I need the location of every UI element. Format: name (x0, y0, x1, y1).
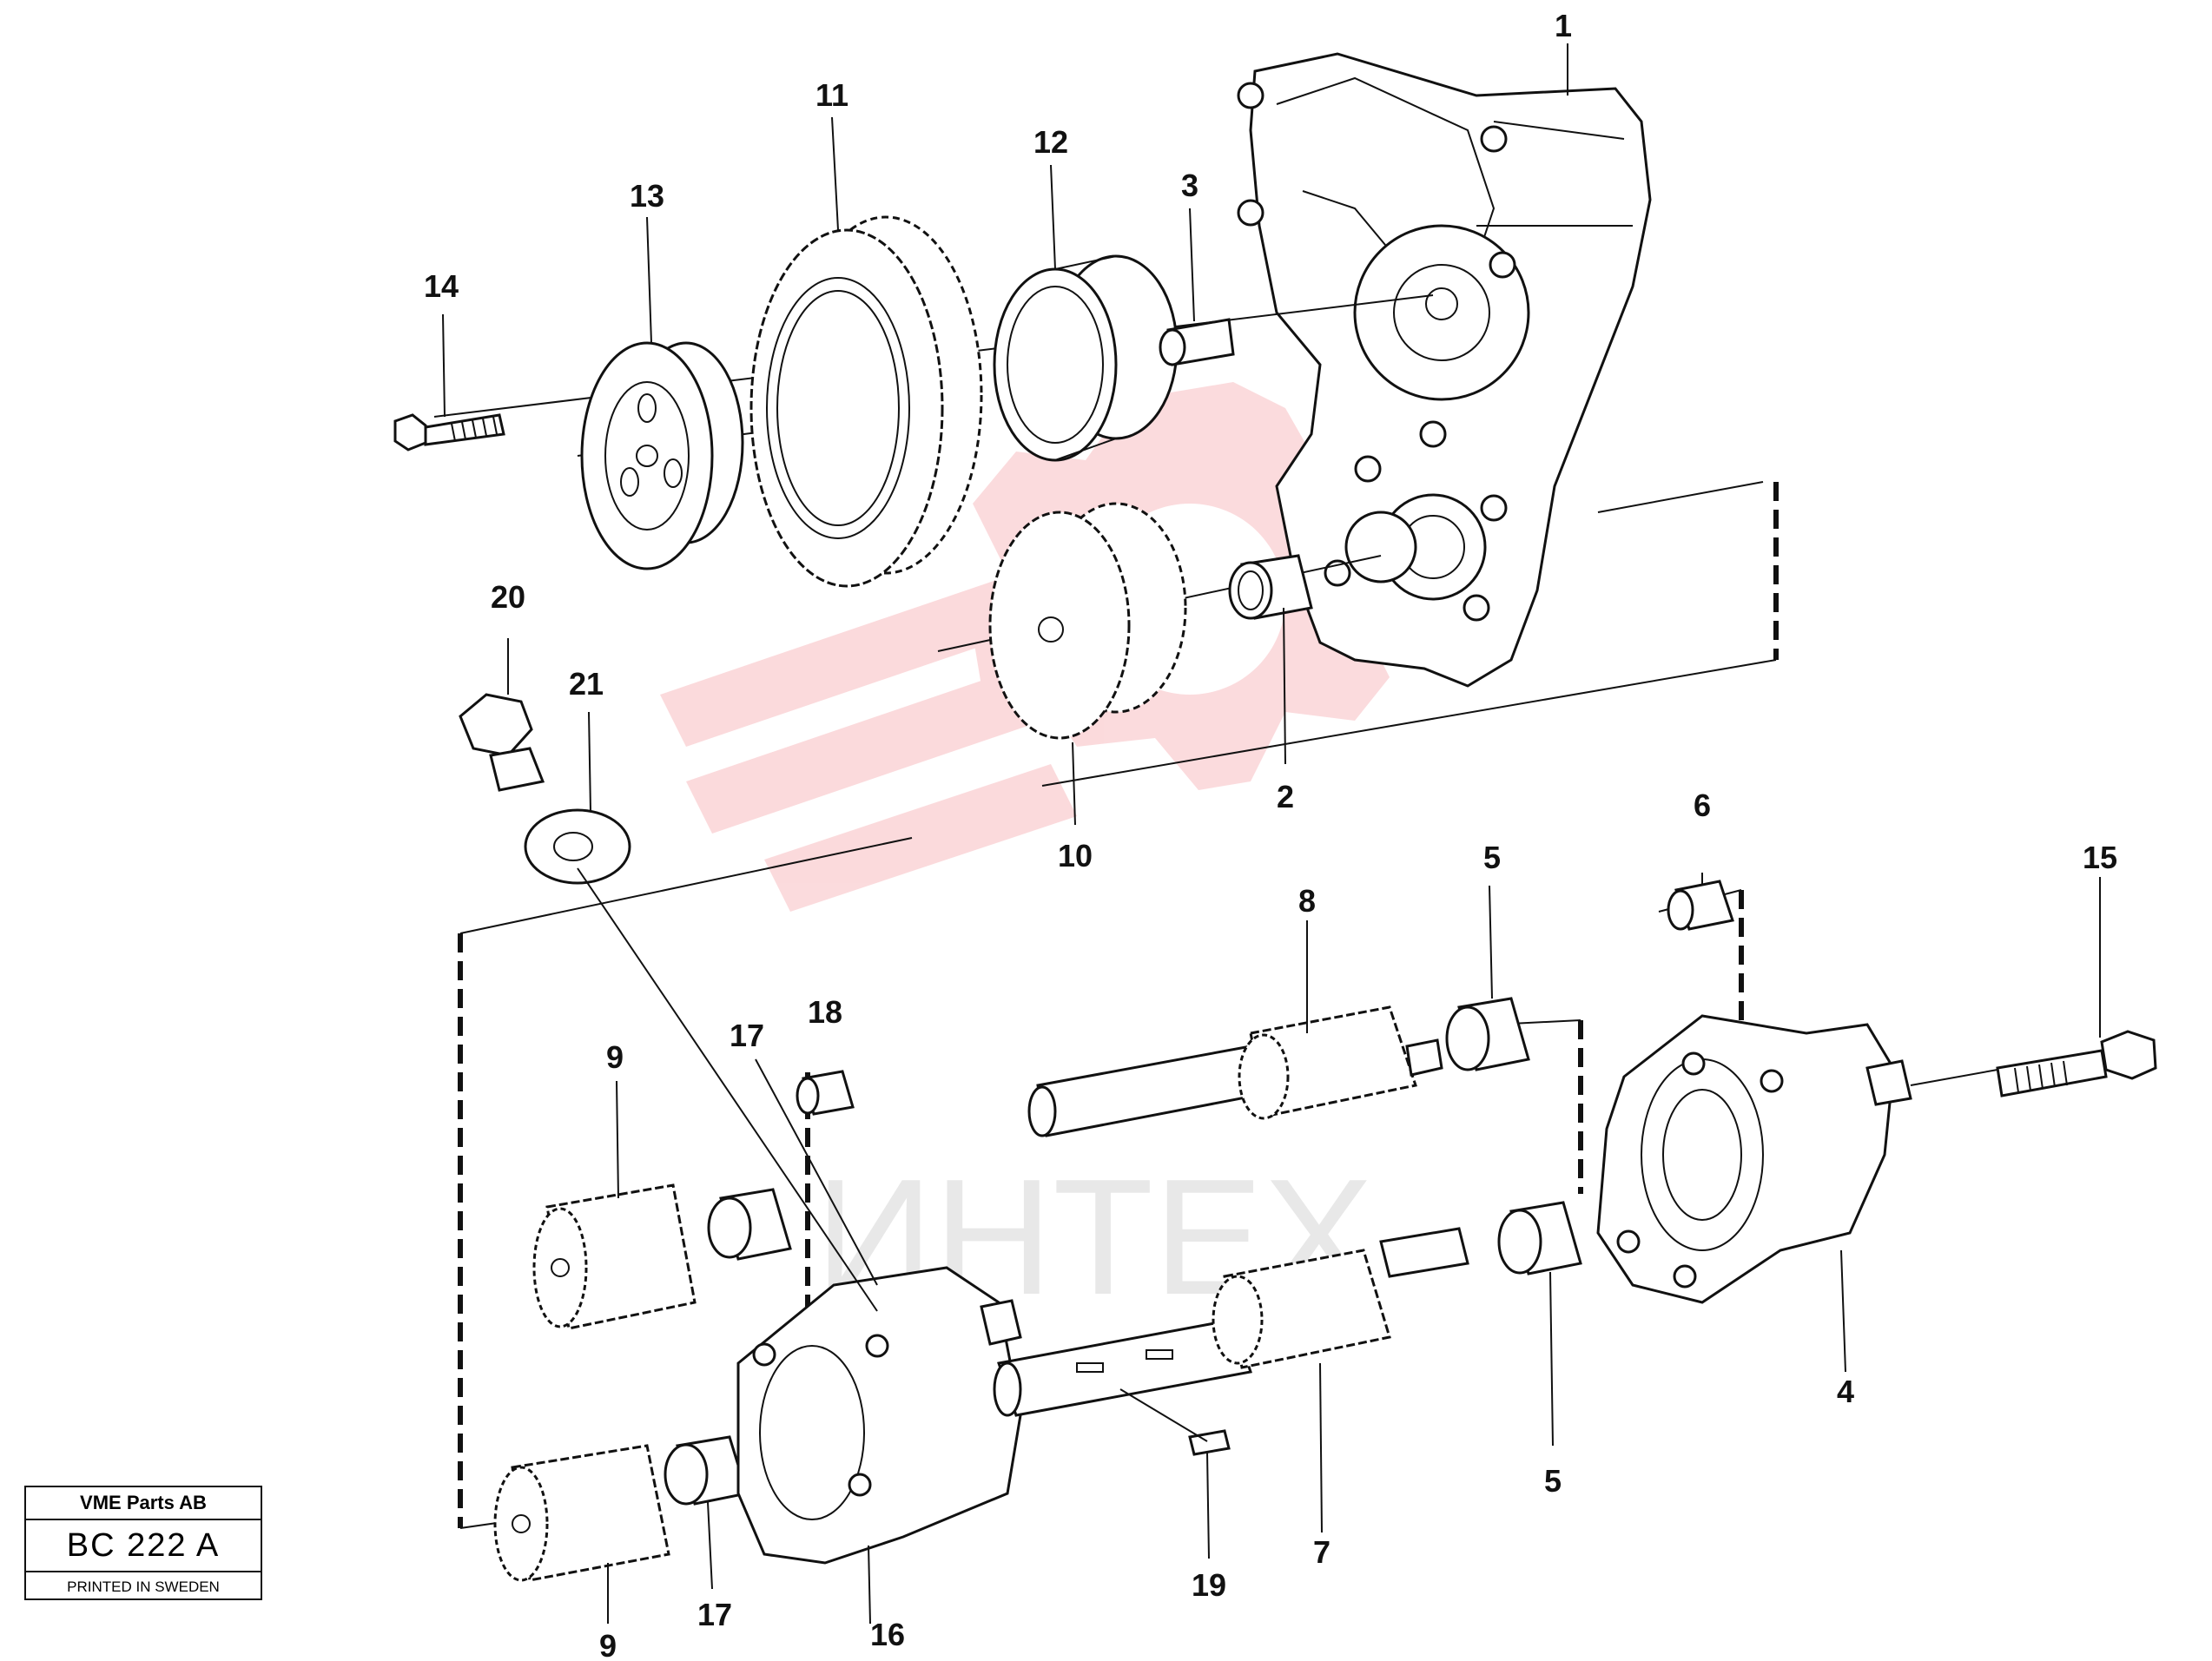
callout-2: 2 (1277, 779, 1294, 814)
part-21-washer (524, 808, 631, 885)
callout-5-lower: 5 (1544, 1463, 1562, 1499)
callout-5-upper: 5 (1483, 840, 1501, 875)
callout-9-lower: 9 (599, 1628, 617, 1661)
callout-19: 19 (1192, 1567, 1226, 1603)
part-6-sleeve (1667, 880, 1734, 931)
callout-3: 3 (1181, 168, 1198, 203)
callout-12: 12 (1033, 124, 1068, 160)
callout-1: 1 (1555, 8, 1572, 43)
part-1-pump-housing (1237, 52, 1652, 688)
part-9-gear-upper (532, 1183, 697, 1330)
part-7-driven-shaft-gear (993, 1227, 1469, 1417)
callout-16: 16 (870, 1617, 905, 1652)
part-17-bushing-upper (707, 1188, 792, 1261)
part-14-bolt (393, 413, 505, 452)
callout-13: 13 (630, 178, 664, 214)
company-name: VME Parts AB (26, 1487, 261, 1520)
callout-17-upper: 17 (730, 1018, 764, 1053)
part-15-long-bolt (1910, 1030, 2157, 1097)
part-4-pump-body (1596, 1014, 1912, 1304)
callout-11: 11 (815, 77, 848, 113)
part-5-bushing-upper (1445, 997, 1530, 1071)
part-17-bushing-lower (664, 1435, 749, 1506)
part-16-pump-body (736, 1266, 1022, 1565)
callout-18: 18 (808, 994, 842, 1030)
callout-15: 15 (2083, 840, 2117, 875)
part-11-large-gear (749, 215, 983, 588)
part-2-bushing (1228, 554, 1313, 620)
part-13-pulley (580, 341, 744, 570)
drawing-code: BC 222 A (26, 1520, 261, 1572)
callout-labels: 1 11 12 3 13 14 20 21 2 10 6 5 15 8 18 9… (424, 8, 2117, 1661)
callout-21: 21 (569, 666, 604, 702)
callout-14: 14 (424, 268, 459, 304)
callout-8: 8 (1298, 883, 1316, 919)
callout-10: 10 (1058, 838, 1093, 873)
callout-7: 7 (1313, 1534, 1331, 1570)
part-3-bushing (1159, 318, 1235, 366)
leader-lines (442, 43, 2101, 1625)
part-10-small-gear (988, 502, 1187, 740)
callout-6: 6 (1694, 788, 1711, 823)
title-block: VME Parts AB BC 222 A PRINTED IN SWEDEN (24, 1486, 262, 1600)
callout-4: 4 (1837, 1374, 1854, 1409)
part-12-ring (993, 254, 1179, 462)
part-20-plug (459, 693, 545, 792)
part-18-sleeve (796, 1070, 855, 1116)
callout-17-lower: 17 (697, 1597, 732, 1632)
printed-note: PRINTED IN SWEDEN (67, 1579, 220, 1595)
part-5-bushing-lower (1497, 1201, 1582, 1275)
part-8-drive-shaft-gear (1027, 1005, 1443, 1137)
callout-20: 20 (491, 579, 525, 615)
part-9-gear-lower (493, 1444, 670, 1582)
callout-9-upper: 9 (606, 1039, 624, 1075)
